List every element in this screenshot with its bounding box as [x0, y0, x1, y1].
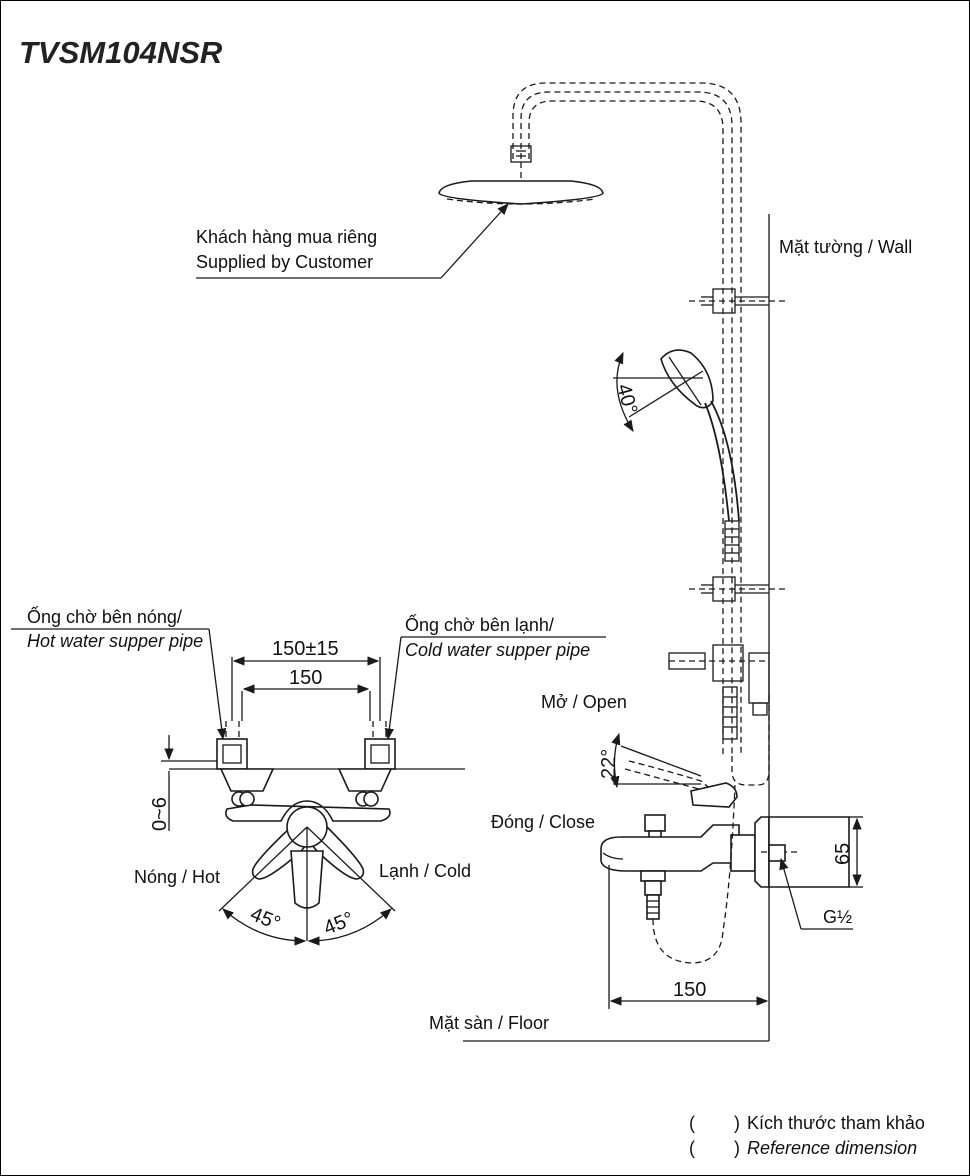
reference-legend: ( ) Kích thước tham khảo ( ) Reference d…: [689, 1113, 925, 1158]
spacing-dims: [231, 656, 381, 721]
offset-dimension: 0~6: [149, 797, 171, 831]
floor-label: Mặt sàn / Floor: [429, 1013, 549, 1033]
supplied-label-en: Supplied by Customer: [196, 252, 373, 272]
lower-bracket: [689, 576, 785, 602]
hot-connector: [216, 721, 275, 807]
hot-angle: 45°: [247, 903, 283, 935]
close-label: Đóng / Close: [491, 812, 595, 832]
legend-ref-vi: Kích thước tham khảo: [747, 1113, 925, 1133]
upper-bracket: [689, 288, 785, 314]
hot-pipe-label-en: Hot water supper pipe: [27, 631, 203, 651]
hot-label: Nóng / Hot: [134, 867, 220, 887]
overhead-shower-head: [438, 145, 604, 205]
legend-ref-en: Reference dimension: [747, 1138, 917, 1158]
mixer-front-view: [225, 800, 391, 909]
thread-label: G½: [823, 907, 852, 927]
projection-dimension: 150: [673, 979, 706, 1001]
lever-angle-arcs: [218, 826, 396, 946]
cold-label: Lạnh / Cold: [379, 861, 471, 881]
diverter: [668, 644, 770, 740]
legend-paren-close-1: ): [734, 1113, 740, 1133]
hand-shower: [660, 349, 740, 562]
cold-connector: [337, 721, 396, 807]
hot-pipe-label-vi: Ống chờ bên nóng/: [27, 606, 182, 627]
riser-pipe: [512, 82, 770, 786]
cold-pipe-leader: [384, 636, 402, 741]
height-dim: [849, 816, 863, 888]
cold-pipe-label-en: Cold water supper pipe: [405, 640, 590, 660]
open-label: Mở / Open: [541, 692, 627, 712]
offset-dim: [161, 735, 223, 831]
supplied-leader: [196, 203, 509, 279]
legend-paren-close-2: ): [734, 1138, 740, 1158]
legend-paren-open-2: (: [689, 1138, 695, 1158]
handshower-angle: 40°: [612, 382, 641, 417]
cold-pipe-label-vi: Ống chờ bên lạnh/: [405, 614, 554, 635]
spacing-tolerance: 150±15: [272, 638, 339, 660]
handshower-angle-dim: [613, 351, 704, 432]
thread-leader: [779, 857, 853, 930]
lever-angle: 22°: [598, 749, 620, 779]
legend-paren-open-1: (: [689, 1113, 695, 1133]
mixer-side-view: [600, 760, 850, 964]
hot-pipe-leader: [208, 628, 227, 741]
height-dimension: 65: [832, 843, 854, 865]
spacing-nominal: 150: [289, 667, 322, 689]
supplied-label-vi: Khách hàng mua riêng: [196, 227, 377, 247]
projection-dim: [608, 865, 769, 1009]
lever-angle-dim: [610, 732, 702, 789]
wall-label: Mặt tường / Wall: [779, 237, 912, 257]
model-title: TVSM104NSR: [19, 35, 223, 70]
cold-angle: 45°: [321, 908, 357, 940]
